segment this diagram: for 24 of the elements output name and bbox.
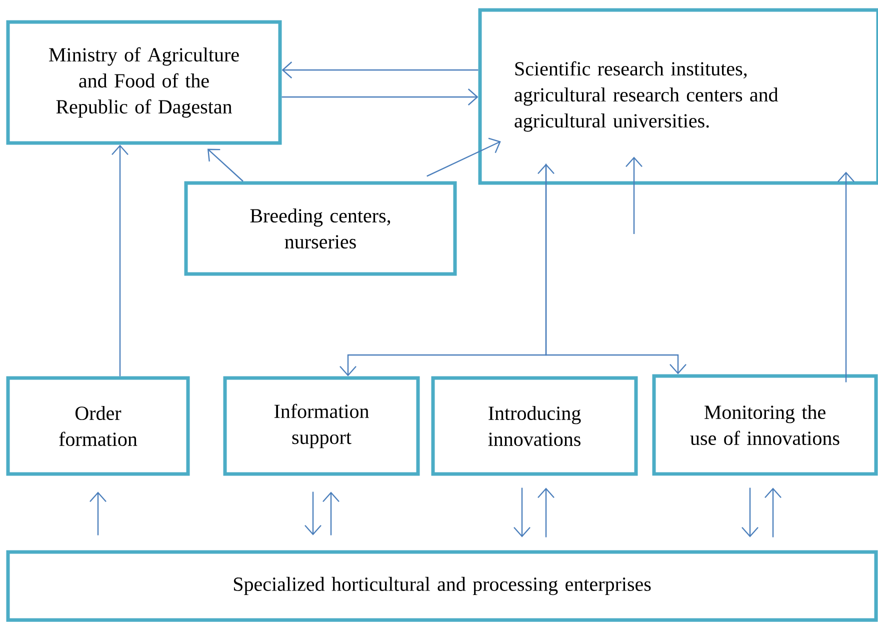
arrow [838,172,854,382]
arrow [340,164,554,376]
arrow [742,488,758,538]
process-box: Ministry of Agriculture and Food of the Republic of Dagestan [6,20,282,145]
process-box: Specialized horticultural and processing enterprises [6,550,878,622]
process-box: Scientific research institutes, agricultural research centers and agricultural universities. [478,8,878,185]
arrow [322,492,340,536]
arrow [304,492,322,536]
arrow [545,164,686,374]
arrow [538,488,554,538]
process-box: Introducing innovations [431,376,638,476]
arrow [112,144,128,376]
arrow [626,156,642,234]
arrow [764,488,782,538]
arrow [282,88,478,106]
process-box: Order formation [6,376,190,476]
arrow [207,148,244,182]
process-box: Breeding centers, nurseries [184,181,457,276]
arrow [514,488,530,538]
arrow [426,138,501,177]
process-box: Information support [223,376,420,476]
arrow [282,62,478,78]
process-box: Monitoring the use of innovations [652,374,878,476]
arrow [90,492,106,536]
